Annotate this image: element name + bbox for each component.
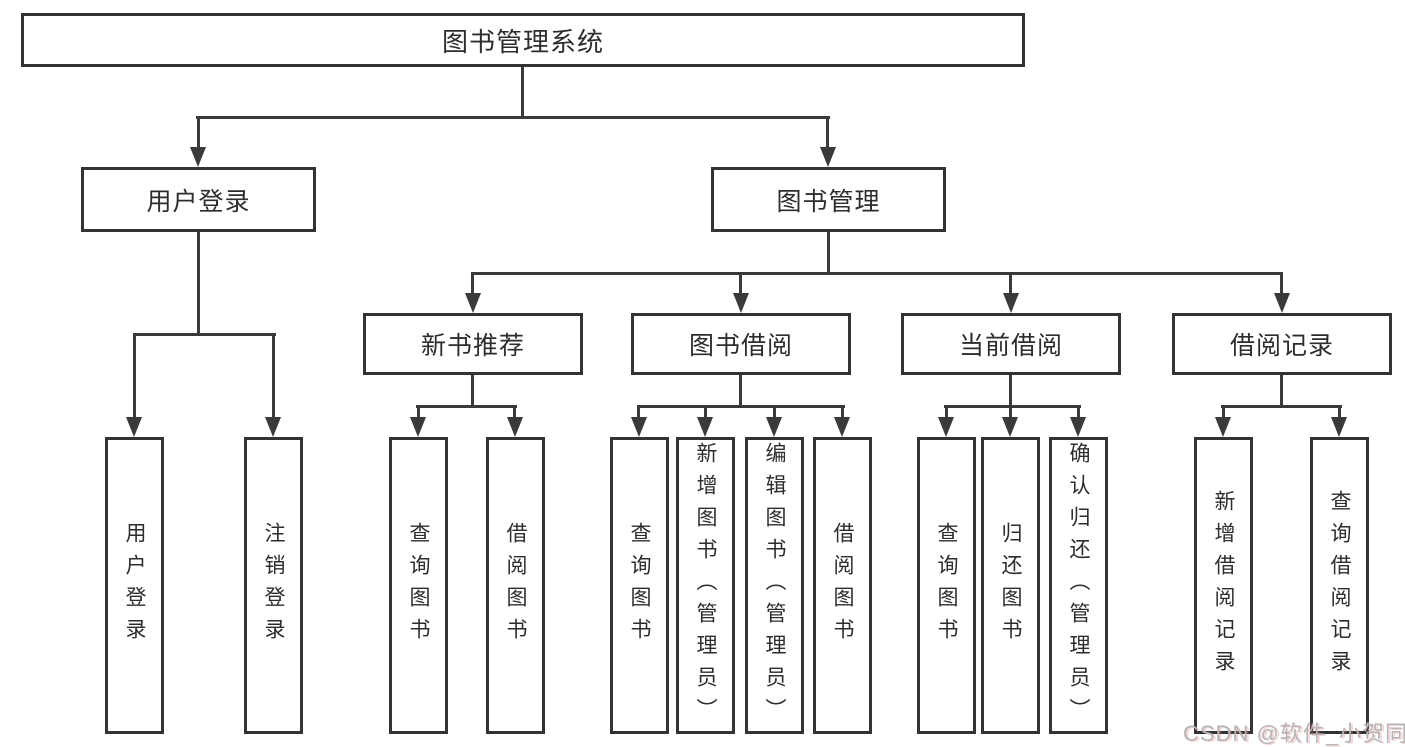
arrow-down-icon bbox=[733, 293, 749, 313]
leaf-label: 新增借阅记录 bbox=[1212, 489, 1235, 682]
connector-line bbox=[1221, 405, 1342, 408]
connector-line bbox=[1009, 375, 1012, 408]
arrow-down-icon bbox=[766, 417, 782, 437]
leaf-logout: 注销登录 bbox=[244, 437, 303, 734]
leaf-label: 注销登录 bbox=[262, 521, 285, 650]
connector-line bbox=[471, 375, 474, 408]
connector-line bbox=[1009, 406, 1012, 420]
node-borrow-records: 借阅记录 bbox=[1172, 313, 1392, 375]
leaf-query-borrow-record: 查询借阅记录 bbox=[1310, 437, 1369, 734]
node-library-management-system: 图书管理系统 bbox=[21, 13, 1025, 67]
connector-line bbox=[826, 117, 829, 149]
connector-line bbox=[513, 406, 516, 420]
arrow-down-icon bbox=[938, 417, 954, 437]
leaf-label: 确认归还（管理员） bbox=[1067, 441, 1090, 730]
arrow-down-icon bbox=[1003, 293, 1019, 313]
csdn-watermark: CSDN @软件_小贺同学 bbox=[1183, 721, 1405, 746]
connector-line bbox=[827, 232, 830, 275]
arrow-down-icon bbox=[410, 417, 426, 437]
arrow-down-icon bbox=[507, 417, 523, 437]
arrow-down-icon bbox=[1331, 417, 1347, 437]
leaf-label: 编辑图书（管理员） bbox=[763, 441, 786, 730]
leaf-edit-books-admin: 编辑图书（管理员） bbox=[745, 437, 804, 734]
connector-line bbox=[1009, 274, 1012, 295]
arrow-down-icon bbox=[190, 147, 206, 167]
connector-line bbox=[471, 272, 1283, 275]
arrow-down-icon bbox=[834, 417, 850, 437]
arrow-down-icon bbox=[465, 293, 481, 313]
leaf-borrow-books-recommend: 借阅图书 bbox=[486, 437, 545, 734]
connector-line bbox=[637, 406, 640, 420]
connector-line bbox=[637, 405, 845, 408]
leaf-label: 用户登录 bbox=[123, 521, 146, 650]
node-current-borrow: 当前借阅 bbox=[901, 313, 1121, 375]
connector-line bbox=[196, 116, 830, 119]
connector-line bbox=[945, 406, 948, 420]
leaf-borrow-books: 借阅图书 bbox=[813, 437, 872, 734]
connector-line bbox=[1077, 406, 1080, 420]
node-book-borrow: 图书借阅 bbox=[631, 313, 851, 375]
arrow-down-icon bbox=[126, 417, 142, 437]
leaf-confirm-return-admin: 确认归还（管理员） bbox=[1049, 437, 1108, 734]
leaf-label: 归还图书 bbox=[999, 521, 1022, 650]
leaf-label: 借阅图书 bbox=[504, 521, 527, 650]
arrow-down-icon bbox=[1002, 417, 1018, 437]
connector-line bbox=[841, 406, 844, 420]
connector-line bbox=[471, 274, 474, 295]
leaf-label: 新增图书（管理员） bbox=[694, 441, 717, 730]
leaf-label: 查询图书 bbox=[407, 521, 430, 650]
connector-line bbox=[197, 232, 200, 336]
leaf-query-books-recommend: 查询图书 bbox=[389, 437, 448, 734]
connector-line bbox=[272, 334, 275, 420]
arrow-down-icon bbox=[1215, 417, 1231, 437]
connector-line bbox=[1280, 274, 1283, 295]
leaf-return-books: 归还图书 bbox=[981, 437, 1040, 734]
leaf-query-books-current: 查询图书 bbox=[917, 437, 976, 734]
connector-line bbox=[417, 406, 420, 420]
connector-line bbox=[133, 334, 136, 420]
connector-line bbox=[197, 117, 200, 149]
connector-line bbox=[416, 405, 517, 408]
connector-line bbox=[521, 67, 524, 119]
connector-line bbox=[1222, 406, 1225, 420]
connector-line bbox=[739, 375, 742, 408]
leaf-label: 查询图书 bbox=[628, 521, 651, 650]
node-new-book-recommend: 新书推荐 bbox=[363, 313, 583, 375]
leaf-label: 借阅图书 bbox=[831, 521, 854, 650]
node-book-management-branch: 图书管理 bbox=[711, 167, 946, 232]
arrow-down-icon bbox=[1274, 293, 1290, 313]
leaf-add-books-admin: 新增图书（管理员） bbox=[676, 437, 735, 734]
connector-line bbox=[133, 333, 276, 336]
connector-line bbox=[773, 406, 776, 420]
node-user-login-branch: 用户登录 bbox=[81, 167, 316, 232]
arrow-down-icon bbox=[631, 417, 647, 437]
leaf-label: 查询图书 bbox=[935, 521, 958, 650]
arrow-down-icon bbox=[697, 417, 713, 437]
connector-line bbox=[944, 405, 1081, 408]
leaf-label: 查询借阅记录 bbox=[1328, 489, 1351, 682]
connector-line bbox=[1338, 406, 1341, 420]
arrow-down-icon bbox=[265, 417, 281, 437]
connector-line bbox=[1280, 375, 1283, 408]
leaf-query-books-borrow: 查询图书 bbox=[610, 437, 669, 734]
connector-line bbox=[739, 274, 742, 295]
arrow-down-icon bbox=[820, 147, 836, 167]
arrow-down-icon bbox=[1070, 417, 1086, 437]
leaf-add-borrow-record: 新增借阅记录 bbox=[1194, 437, 1253, 734]
leaf-user-login: 用户登录 bbox=[105, 437, 164, 734]
connector-line bbox=[704, 406, 707, 420]
